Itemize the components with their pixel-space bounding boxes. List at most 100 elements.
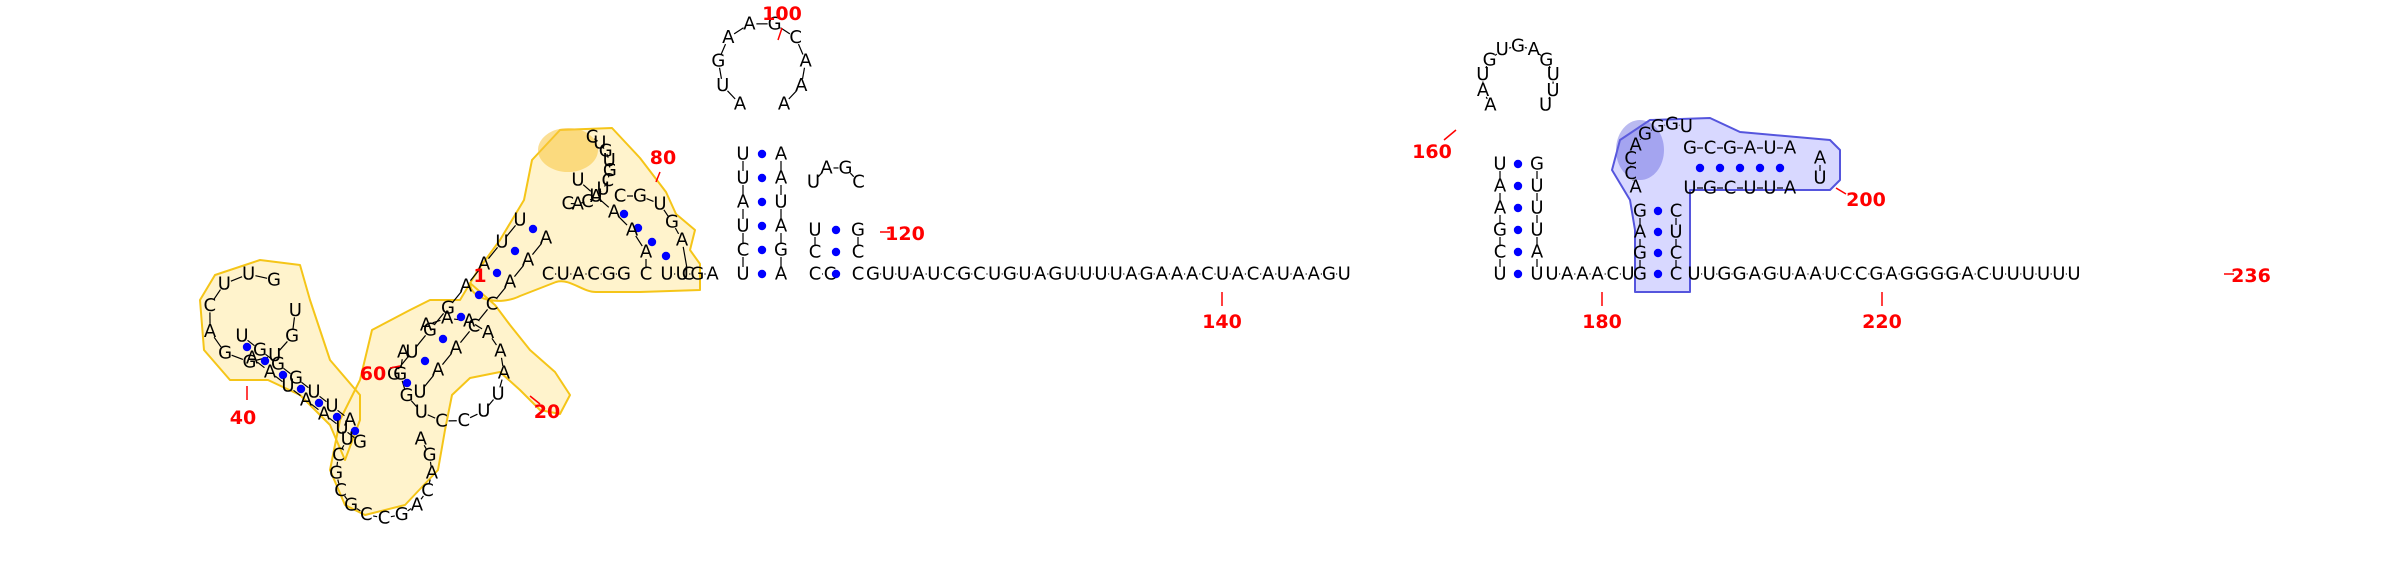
backbone-segment <box>433 313 445 325</box>
stem-nucleotide: U <box>1743 178 1756 199</box>
stem-nucleotide: G <box>851 220 865 241</box>
loop-nucleotide: C <box>602 170 615 191</box>
backbone-segment <box>337 409 345 417</box>
backbone-segment <box>733 27 744 35</box>
loop-nucleotide: U <box>477 401 490 422</box>
position-label: 236 <box>2231 265 2271 287</box>
highlight-5prime-peak <box>538 128 598 172</box>
loop-nucleotide: U <box>1496 39 1509 60</box>
strand-nucleotide: A <box>706 264 719 285</box>
loop-nucleotide: A <box>204 321 217 342</box>
loop-nucleotide: U <box>1546 80 1559 101</box>
strand-nucleotide: U <box>988 264 1001 285</box>
loop-nucleotide: A <box>397 342 410 363</box>
loop-nucleotide: U <box>415 401 428 422</box>
strand-nucleotide: U <box>2007 264 2020 285</box>
stem-nucleotide: U <box>1530 220 1543 241</box>
strand-nucleotide: U <box>2052 264 2065 285</box>
strand-nucleotide: A <box>1125 264 1138 285</box>
base-pair-dot <box>757 173 767 183</box>
loop-nucleotide: U <box>1813 168 1826 189</box>
loop-nucleotide: U <box>1539 95 1552 116</box>
base-pair-dot <box>661 251 671 261</box>
strand-nucleotide: A <box>1034 264 1047 285</box>
backbone-segment <box>477 309 489 321</box>
stem-nucleotide: A <box>608 202 621 223</box>
loop-nucleotide: G <box>1638 123 1652 144</box>
loop-nucleotide: A <box>1477 80 1490 101</box>
backbone-segment <box>635 235 643 247</box>
backbone-segment <box>487 399 495 407</box>
loop-nucleotide: G <box>1483 49 1497 70</box>
base-pair-dot <box>1513 181 1523 191</box>
strand-nucleotide: C <box>852 264 865 285</box>
stem-nucleotide: G <box>633 186 647 207</box>
backbone-segment <box>487 247 499 259</box>
backbone-segment <box>301 381 309 389</box>
strand-nucleotide: U <box>1338 264 1351 285</box>
strand-nucleotide: G <box>1945 264 1959 285</box>
stem-nucleotide: A <box>1634 222 1647 243</box>
base-pairs <box>242 149 1785 436</box>
loop-nucleotide: U <box>289 300 302 321</box>
loop-nucleotide: U <box>341 429 354 450</box>
stem-nucleotide: C <box>468 316 481 337</box>
backbone-segment <box>213 336 222 348</box>
stem-nucleotide: U <box>736 264 749 285</box>
backbone-segment <box>400 359 403 368</box>
strand-nucleotide: A <box>1561 264 1574 285</box>
base-pair-dot <box>757 197 767 207</box>
backbone-segment <box>356 508 361 512</box>
stem-nucleotide: C <box>1670 201 1683 222</box>
strand-nucleotide: U <box>1064 264 1077 285</box>
stem-nucleotide: C <box>852 242 865 263</box>
strand-nucleotide: A <box>1885 264 1898 285</box>
strand-nucleotide: G <box>602 264 616 285</box>
stem-nucleotide: U <box>1763 178 1776 199</box>
loop-nucleotide: G <box>267 269 281 290</box>
strand-nucleotide: U <box>1079 264 1092 285</box>
strand-nucleotide: U <box>1545 264 1558 285</box>
strand-nucleotide: U <box>927 264 940 285</box>
loop-nucleotide: G <box>329 462 343 483</box>
backbone-segment <box>788 90 797 100</box>
loop-nucleotide: C <box>360 504 373 525</box>
strand-nucleotide: G <box>1763 264 1777 285</box>
backbone-segment <box>469 269 481 281</box>
stem-nucleotide: C <box>737 240 750 261</box>
strand-nucleotide: U <box>660 264 673 285</box>
backbone-segment <box>594 138 598 142</box>
backbone-segment <box>459 331 471 343</box>
loop-nucleotide: G <box>344 494 358 515</box>
stem-nucleotide: U <box>1530 198 1543 219</box>
stem-nucleotide: A <box>432 360 445 381</box>
stem-nucleotide: U <box>235 326 248 347</box>
loop-nucleotide: C <box>561 193 574 214</box>
backbone-segment <box>390 515 395 518</box>
backbone-segment <box>230 276 243 282</box>
backbone-segment <box>1485 96 1488 100</box>
stem-nucleotide: U <box>413 382 426 403</box>
backbone-segment <box>407 508 412 512</box>
backbone-segment <box>441 353 453 365</box>
loop-nucleotide: G <box>1665 114 1679 135</box>
strand-nucleotide: G <box>1717 264 1731 285</box>
stem-nucleotide: A <box>344 410 357 431</box>
loop-nucleotide: G <box>285 326 299 347</box>
stem-nucleotide: A <box>504 272 517 293</box>
loop-nucleotide: U <box>1547 64 1560 85</box>
stem-nucleotide: A <box>775 216 788 237</box>
base-pair-dot <box>1513 225 1523 235</box>
loop-nucleotide: U <box>242 264 255 285</box>
stem-nucleotide: U <box>405 342 418 363</box>
strand-nucleotide: G <box>1869 264 1883 285</box>
base-pair-dot <box>619 209 629 219</box>
base-pair-dot <box>332 412 342 422</box>
backbone-segment <box>423 375 435 387</box>
backbone-segment <box>589 197 594 201</box>
backbone-segment <box>580 201 585 204</box>
stem-nucleotide: A <box>775 168 788 189</box>
loop-nucleotide: A <box>743 13 756 34</box>
stem-nucleotide: A <box>1784 138 1797 159</box>
stem-nucleotide: G <box>1633 243 1647 264</box>
